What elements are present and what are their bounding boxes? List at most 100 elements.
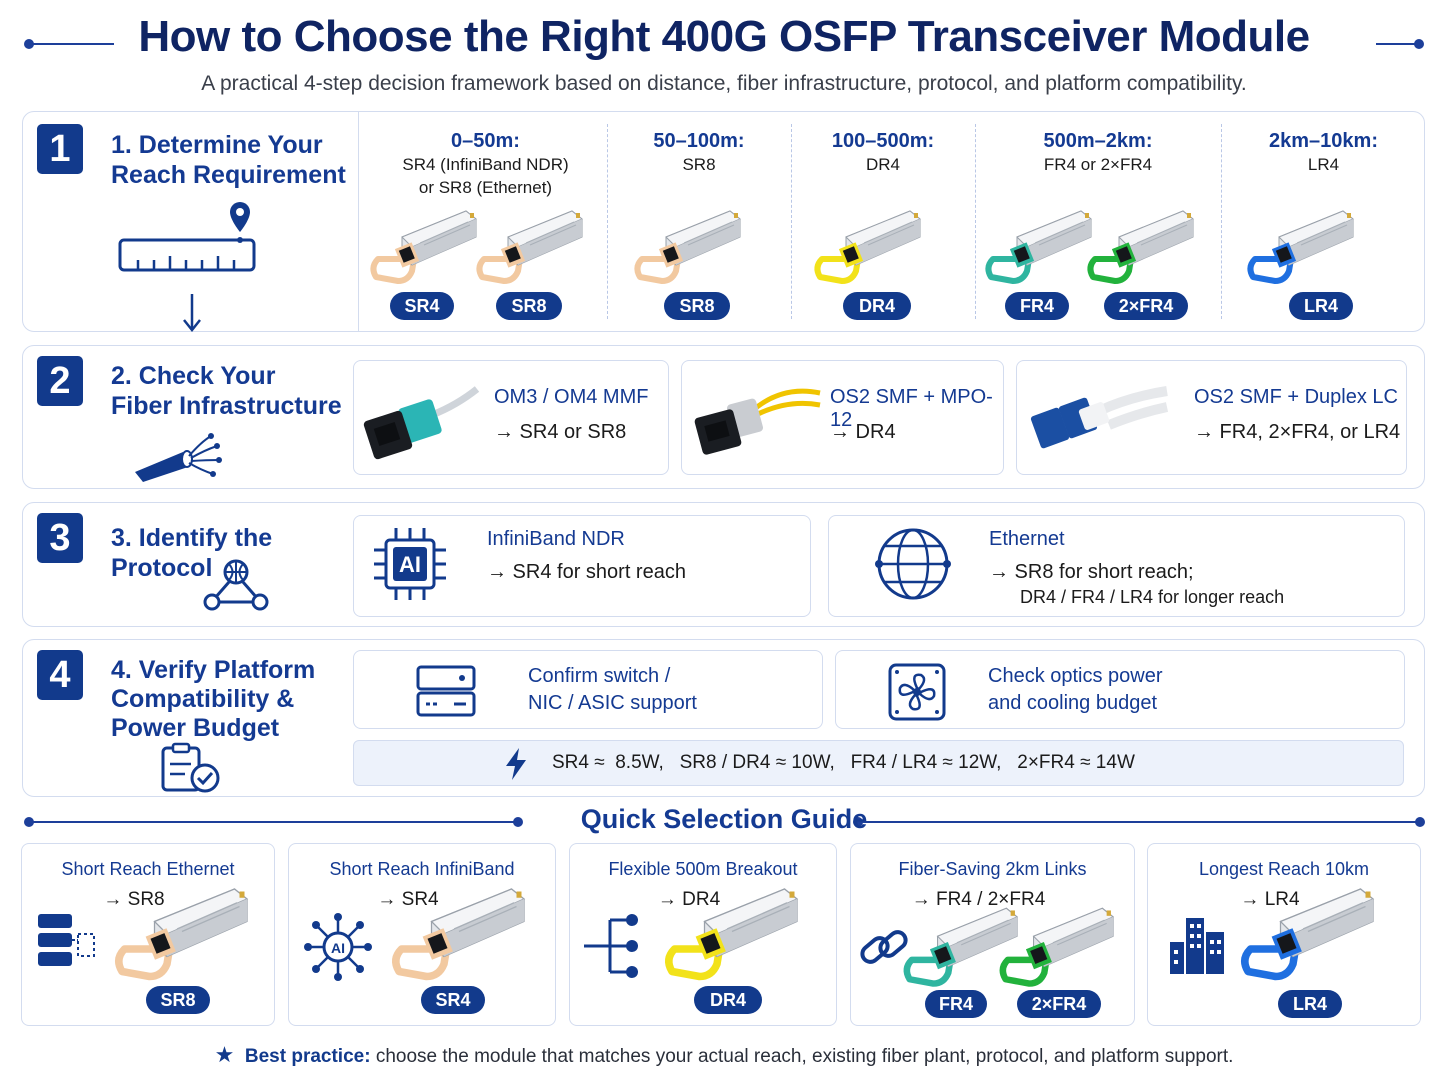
step3-title-line1: 3. Identify the	[111, 524, 273, 552]
guide-card-title: Longest Reach 10km	[1198, 859, 1370, 879]
platform-card-line2: and cooling budget	[988, 692, 1158, 714]
guide-dot-right	[1415, 817, 1425, 827]
header-rule-right	[1376, 43, 1420, 45]
protocol-card-result-2: DR4 / FR4 / LR4 for longer reach	[1020, 587, 1285, 607]
step1-title: 1. Determine Your Reach Requirement	[111, 130, 346, 190]
range-head: 0–50m:	[451, 130, 520, 152]
guide-rule-left	[30, 821, 518, 823]
guide-card-title: Short Reach InfiniBand	[329, 859, 515, 879]
ai-chip-label: AI	[399, 552, 421, 577]
mpo-yellow-connector-image	[694, 388, 821, 455]
page-title: How to Choose the Right 400G OSFP Transc…	[138, 12, 1310, 61]
fiber-card-result: → SR4 or SR8	[494, 421, 627, 443]
sr8-module-image	[634, 210, 741, 284]
cooling-fan-icon	[888, 663, 946, 721]
fr4-module-image	[985, 210, 1092, 284]
city-buildings-icon	[1170, 918, 1224, 974]
fiber-card-title: OS2 SMF + MPO-12	[830, 386, 993, 431]
step4-title-line2: Compatibility &	[111, 685, 295, 713]
step2-panel: 2 2. Check Your Fiber Infrastructure OM3…	[22, 345, 1425, 489]
platform-card-text: Check optics power and cooling budget	[988, 663, 1163, 717]
fiber-card-title: OS2 SMF + Duplex LC	[1194, 386, 1398, 408]
guide-dot-left	[24, 817, 34, 827]
range-divider	[607, 124, 608, 319]
platform-card-line2: NIC / ASIC support	[528, 692, 697, 714]
guide-card-longest-reach: Longest Reach 10km → LR4 LR4	[1147, 843, 1421, 1026]
range-sub2: or SR8 (Ethernet)	[418, 178, 553, 197]
platform-card-line1: Check optics power	[988, 665, 1163, 687]
step1-panel: 1 1. Determine Your Reach Requirement 0–…	[22, 111, 1426, 333]
lightning-bolt-icon	[506, 748, 526, 780]
guide-card-result: → DR4	[657, 889, 721, 910]
guide-card-title: Short Reach Ethernet	[61, 859, 235, 879]
guide-card-result: → LR4	[1240, 889, 1300, 910]
network-protocol-icon	[203, 559, 269, 611]
platform-card-text: Confirm switch / NIC / ASIC support	[528, 663, 697, 717]
header: How to Choose the Right 400G OSFP Transc…	[0, 6, 1448, 72]
protocol-card-result: → SR4 for short reach	[487, 561, 686, 583]
pill-sr4: SR4	[390, 292, 454, 320]
range-divider	[791, 124, 792, 319]
step1-title-line1: 1. Determine Your	[111, 131, 323, 159]
platform-card-switch: Confirm switch / NIC / ASIC support	[353, 650, 823, 729]
fiber-card-os2-lc: OS2 SMF + Duplex LC → FR4, 2×FR4, or LR4	[1016, 360, 1407, 475]
fiber-card-title: OM3 / OM4 MMF	[494, 386, 649, 408]
range-col-0-50m: 0–50m: SR4 (InfiniBand NDR) or SR8 (Ethe…	[363, 112, 608, 327]
guide-dot-left-inner	[513, 817, 523, 827]
step2-title-line1: 2. Check Your	[111, 362, 276, 390]
lr4-module-image	[1241, 888, 1375, 981]
globe-network-icon	[875, 528, 951, 600]
pill-fr4: FR4	[1005, 292, 1069, 320]
fiber-card-result: → FR4, 2×FR4, or LR4	[1194, 421, 1401, 443]
pill-dr4: DR4	[694, 986, 762, 1014]
guide-card-title: Fiber-Saving 2km Links	[898, 859, 1087, 879]
step4-badge: 4	[37, 650, 83, 700]
fr4-module-image	[903, 907, 1019, 987]
fiber-card-mmf: OM3 / OM4 MMF → SR4 or SR8	[353, 360, 669, 475]
pill-fr4: FR4	[925, 990, 987, 1018]
server-stack-icon	[38, 914, 95, 966]
guide-card-short-ethernet: Short Reach Ethernet → SR8 SR8	[21, 843, 275, 1026]
step2-title: 2. Check Your Fiber Infrastructure	[111, 361, 342, 421]
protocol-card-infiniband: AI InfiniBand NDR → SR4 for short reach	[353, 515, 811, 617]
protocol-card-title: Ethernet	[989, 528, 1065, 550]
range-head: 2km–10km:	[1269, 130, 1378, 152]
power-budget-bar: SR4 ≈ 8.5W, SR8 / DR4 ≈ 10W, FR4 / LR4 ≈…	[353, 740, 1404, 786]
header-dot-left	[24, 39, 34, 49]
range-sub: LR4	[1307, 155, 1340, 174]
guide-card-title: Flexible 500m Breakout	[608, 859, 798, 879]
range-sub: SR8	[682, 155, 716, 174]
guide-card-breakout: Flexible 500m Breakout → DR4 DR4	[569, 843, 837, 1026]
best-practice-label: Best practice:	[244, 1046, 371, 1067]
chain-link-icon	[860, 930, 908, 964]
platform-card-power: Check optics power and cooling budget	[835, 650, 1405, 729]
range-sub: FR4 or 2×FR4	[1043, 155, 1153, 174]
2xfr4-module-image	[999, 907, 1115, 987]
range-sub: DR4	[865, 155, 900, 174]
best-practice-note: ★ Best practice: choose the module that …	[0, 1042, 1448, 1068]
protocol-card-title: InfiniBand NDR	[487, 528, 625, 550]
pill-sr4: SR4	[421, 986, 485, 1014]
range-col-2km-10km: 2km–10km: LR4	[1221, 112, 1426, 327]
pill-dr4: DR4	[843, 292, 911, 320]
pill-sr8: SR8	[664, 292, 730, 320]
lr4-module-image	[1247, 210, 1354, 284]
protocol-card-ethernet: Ethernet → SR8 for short reach; DR4 / FR…	[828, 515, 1405, 617]
step3-title-line2: Protocol	[111, 554, 213, 582]
star-icon: ★	[214, 1042, 235, 1067]
pill-sr8: SR8	[496, 292, 562, 320]
range-col-500m-2km: 500m–2km: FR4 or 2×FR4	[975, 112, 1221, 327]
step1-divider	[358, 112, 359, 331]
server-switch-icon	[416, 665, 476, 717]
pill-2xfr4: 2×FR4	[1104, 292, 1188, 320]
pill-lr4: LR4	[1289, 292, 1353, 320]
step2-badge: 2	[37, 356, 83, 406]
pill-lr4: LR4	[1278, 990, 1342, 1018]
header-dot-right	[1414, 39, 1424, 49]
fiber-cable-icon	[135, 433, 222, 482]
step3-title: 3. Identify the Protocol	[111, 523, 272, 583]
ai-network-label: AI	[331, 940, 345, 956]
step4-title-line3: Power Budget	[111, 714, 280, 742]
ai-chip-icon: AI	[374, 528, 446, 600]
guide-dot-right-inner	[853, 817, 863, 827]
